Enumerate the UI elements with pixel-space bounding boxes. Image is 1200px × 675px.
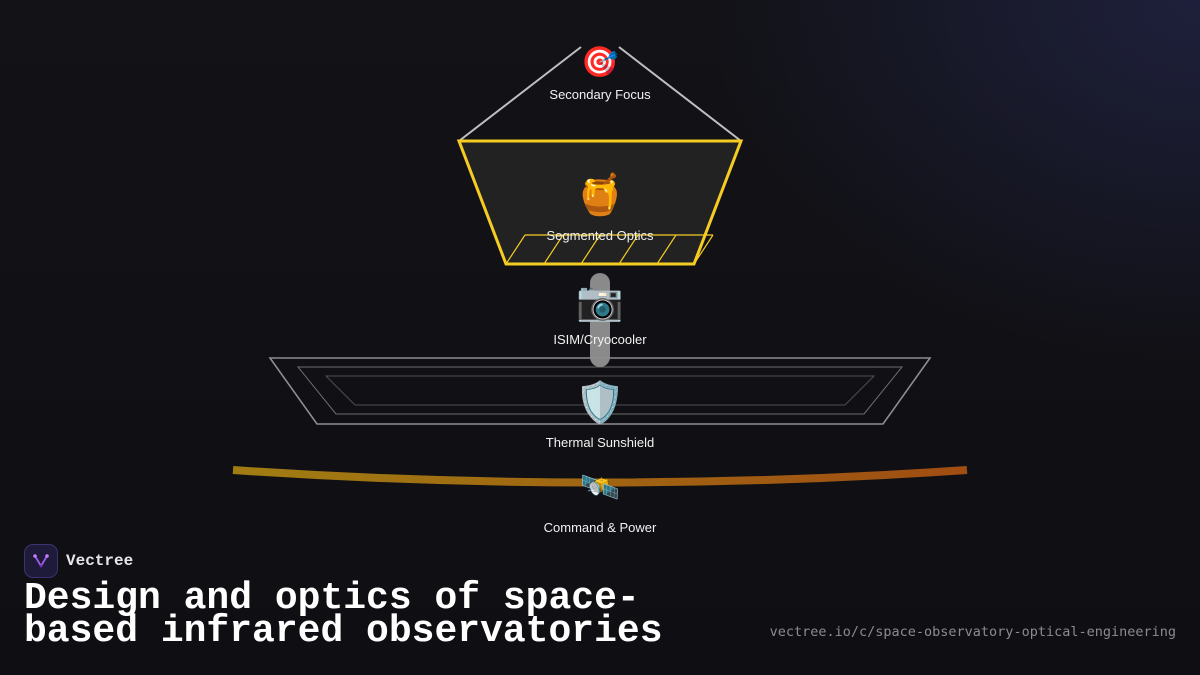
node-label-isim-cryocooler: ISIM/Cryocooler bbox=[553, 332, 647, 347]
brand: Vectree bbox=[24, 544, 133, 578]
node-label-command-power: Command & Power bbox=[544, 520, 657, 535]
spacecraft-bus-band bbox=[232, 466, 968, 487]
node-label-segmented-optics: Segmented Optics bbox=[547, 228, 654, 243]
satellite-icon: 🛰️ bbox=[580, 468, 620, 506]
node-label-thermal-sunshield: Thermal Sunshield bbox=[546, 435, 654, 450]
brand-name: Vectree bbox=[66, 552, 134, 570]
node-label-secondary-focus: Secondary Focus bbox=[549, 87, 651, 102]
sunshield-layers bbox=[268, 357, 932, 425]
vectree-logo-icon bbox=[24, 544, 58, 578]
secondary-struts bbox=[458, 46, 742, 142]
honey-pot-icon: 🍯 bbox=[575, 171, 625, 218]
source-url[interactable]: vectree.io/c/space-observatory-optical-e… bbox=[769, 624, 1176, 640]
target-icon: 🎯 bbox=[581, 45, 618, 80]
camera-icon: 📷 bbox=[576, 279, 623, 323]
isim-column bbox=[590, 273, 610, 367]
shield-icon: 🛡️ bbox=[575, 379, 625, 426]
page-title: Design and optics of space-based infrare… bbox=[24, 577, 663, 653]
mirror-segments bbox=[505, 234, 714, 265]
